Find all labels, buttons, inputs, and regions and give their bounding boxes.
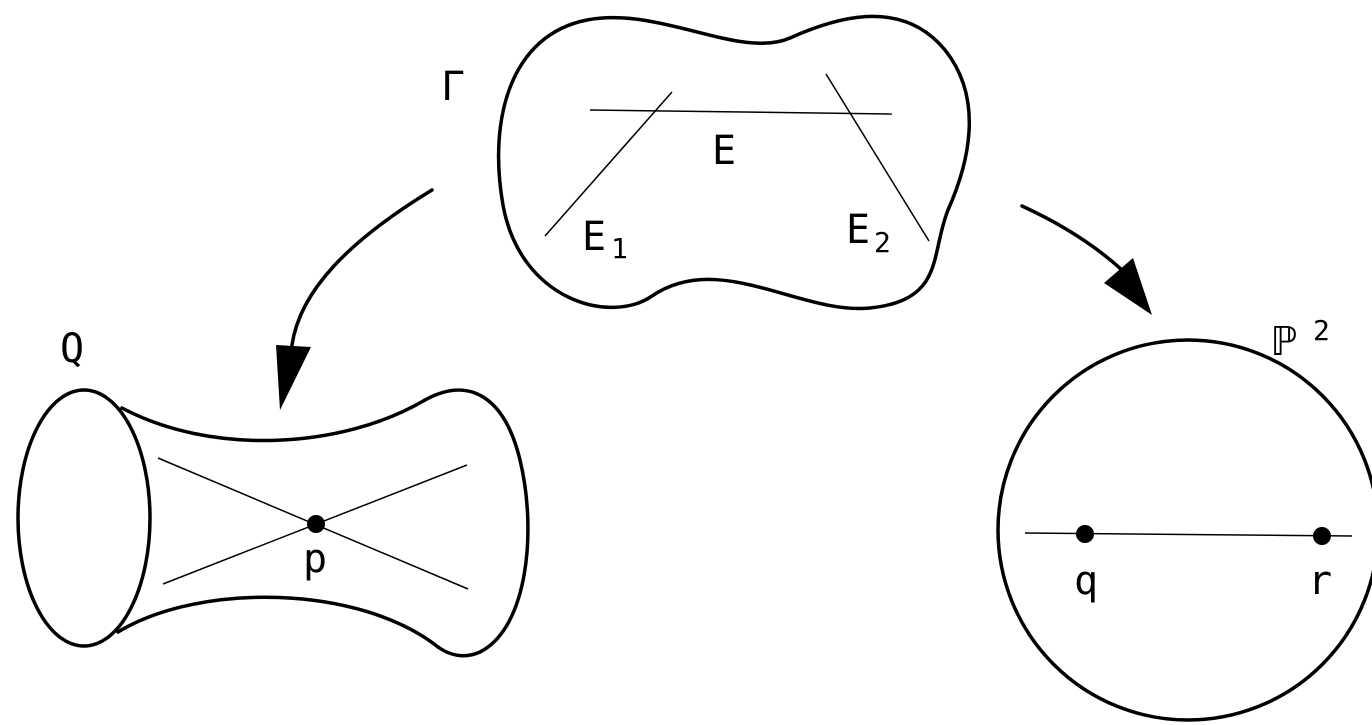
e1-label: E (582, 214, 606, 260)
arrow-to-p2 (1020, 204, 1152, 315)
point-q-dot (1076, 525, 1094, 543)
e2-label: E (846, 207, 870, 253)
point-p-dot (307, 515, 325, 533)
e-label: E (712, 128, 736, 174)
point-p-label: p (303, 536, 327, 582)
arrow-to-p2-shaft (1020, 204, 1124, 272)
projective-plane-p2: ℙ 2 q r (996, 314, 1372, 722)
point-r-label: r (1308, 558, 1332, 604)
exceptional-line-e (589, 109, 893, 115)
exceptional-line-e1 (544, 91, 673, 237)
gamma-outline (496, 14, 972, 311)
e1-subscript: 1 (611, 232, 628, 265)
gamma-surface: Γ E E 1 E 2 (441, 14, 972, 311)
line-qr (1024, 532, 1353, 537)
quadric-top-edge (120, 398, 427, 443)
e2-subscript: 2 (874, 226, 891, 259)
point-r-dot (1313, 527, 1331, 545)
arrow-to-q (276, 188, 434, 410)
p2-outline (996, 338, 1372, 722)
p2-superscript: 2 (1313, 314, 1330, 347)
arrow-to-q-shaft (290, 188, 434, 347)
quadric-surface-q: Q p (16, 326, 530, 658)
quadric-left-rim (16, 388, 152, 648)
arrow-to-q-head (276, 345, 311, 410)
gamma-label: Γ (441, 64, 465, 110)
exceptional-line-e2 (825, 73, 930, 242)
point-q-label: q (1074, 558, 1098, 604)
p2-label: ℙ (1273, 319, 1297, 365)
quadric-right-rim (423, 388, 530, 658)
arrow-to-p2-head (1104, 258, 1152, 315)
quadric-bottom-edge (116, 595, 440, 649)
q-surface-label: Q (60, 326, 84, 372)
